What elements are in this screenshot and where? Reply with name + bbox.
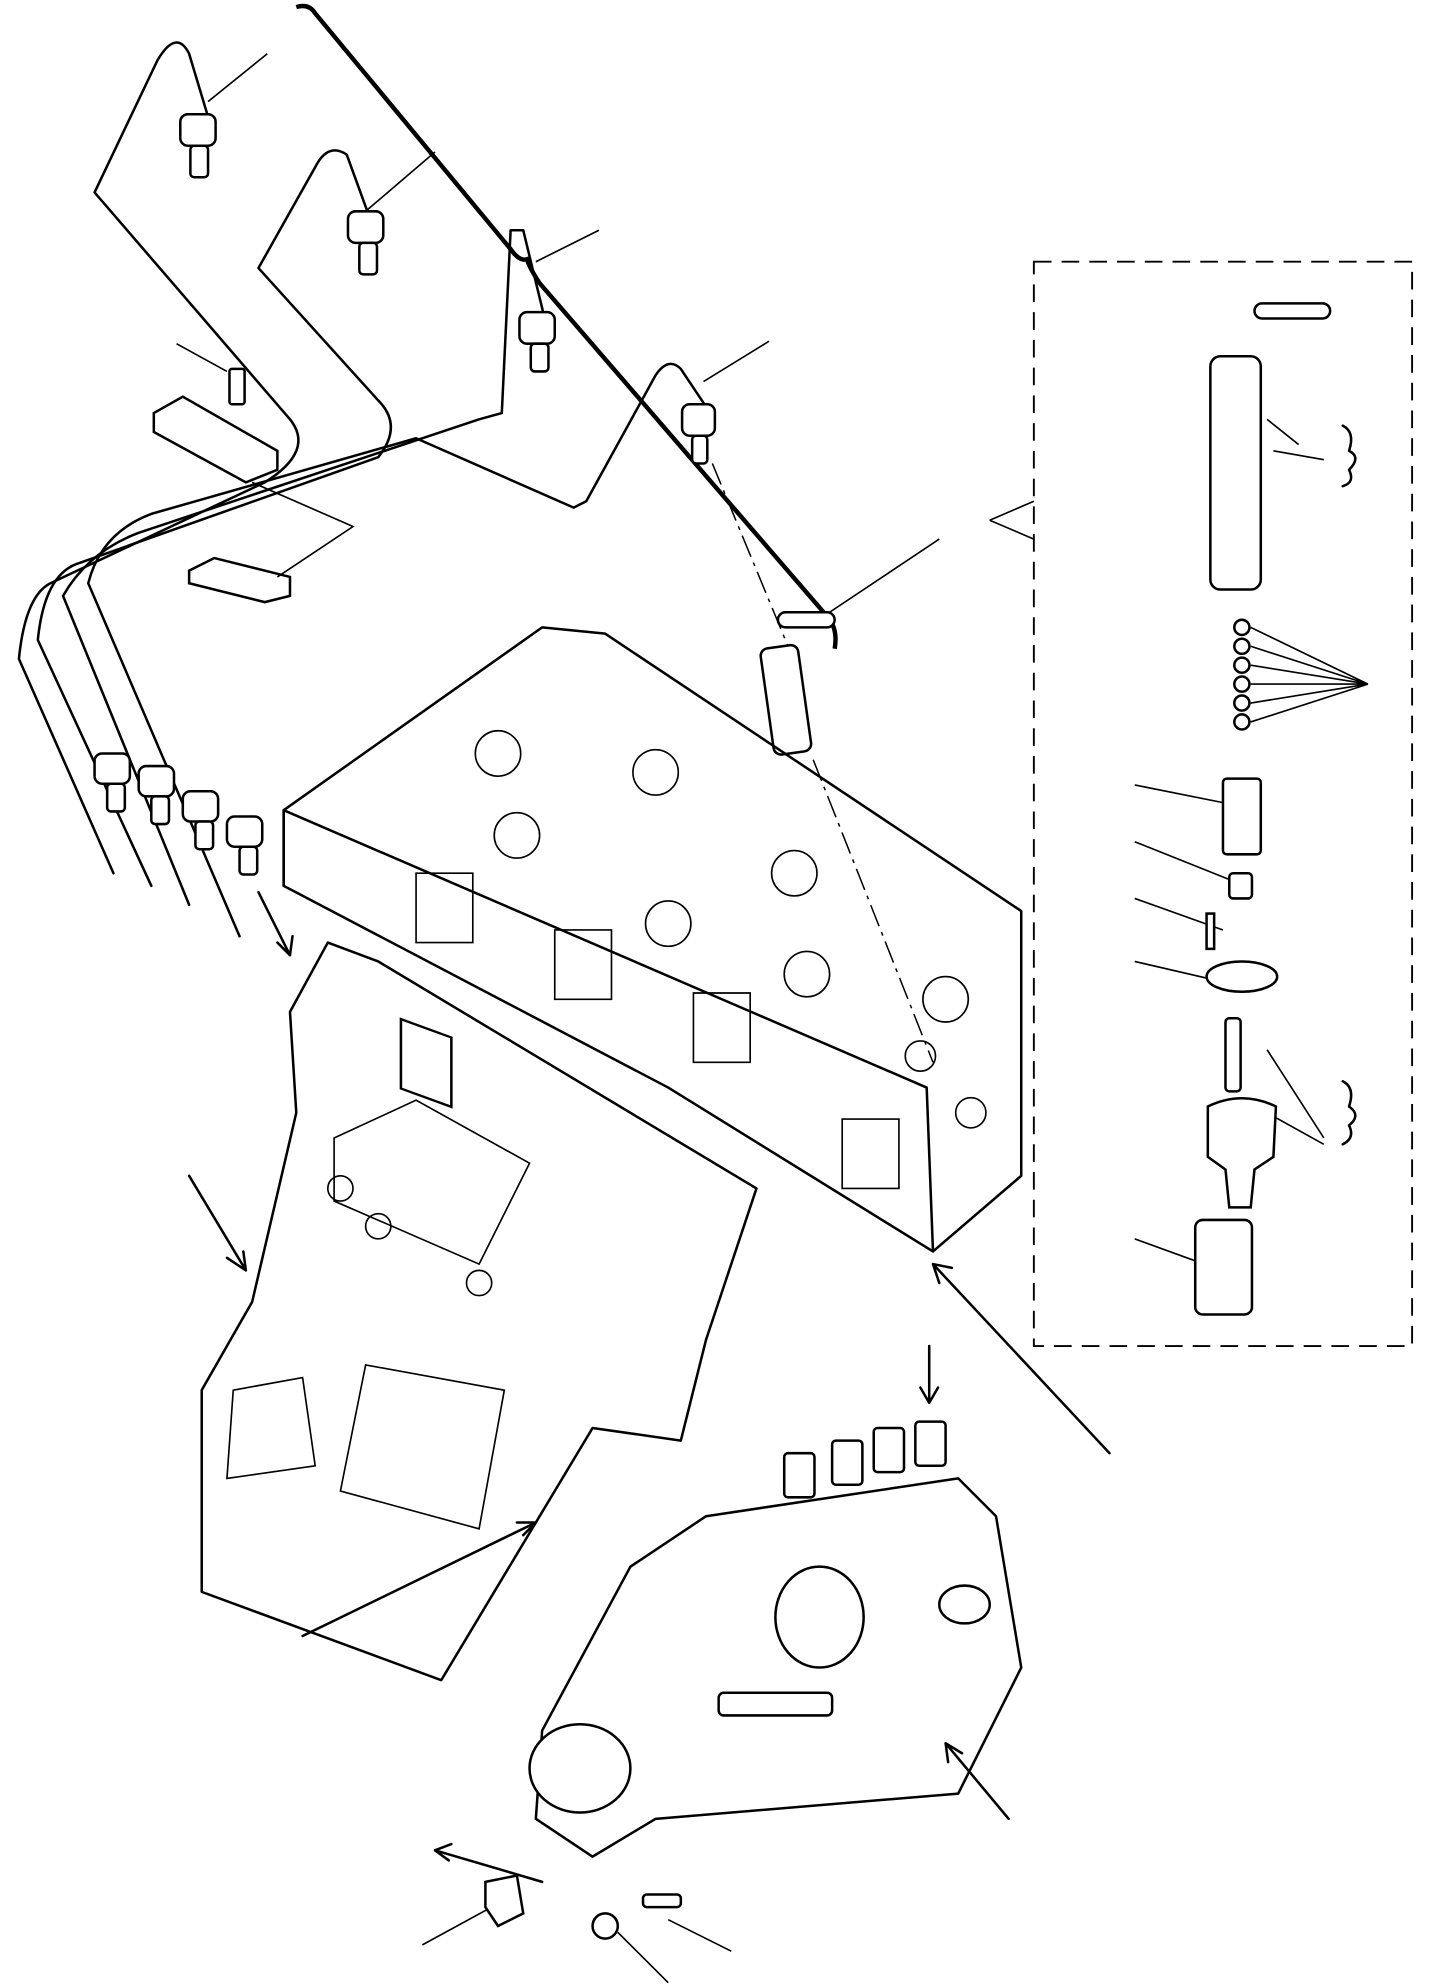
group-brace-pipes — [295, 3, 838, 650]
clamp-bolt — [228, 367, 246, 406]
intake-ports — [399, 1017, 453, 1109]
injector-installed — [711, 463, 934, 1063]
pipe-clamp-assembly — [152, 367, 355, 604]
delivery-valve-holder-2 — [830, 1439, 864, 1486]
washers — [1233, 618, 1369, 731]
arrow-pipes-to-head — [257, 890, 294, 957]
clamp-lower — [187, 556, 292, 604]
injection-pipes — [17, 41, 717, 938]
pump-bolt — [591, 1912, 620, 1940]
clamp-upper — [152, 395, 279, 484]
injector-detail-parts — [1193, 302, 1369, 1316]
nozzle — [1206, 1097, 1278, 1209]
delivery-valve-holder-1 — [782, 1451, 816, 1499]
spring-seat — [1228, 871, 1254, 900]
injection-pipe-2 — [36, 149, 392, 888]
brace-nozzle — [1341, 1079, 1357, 1146]
arrow-block-left — [187, 1174, 248, 1272]
delivery-valve-holder-3 — [872, 1426, 906, 1474]
fuel-injection-pump — [484, 1420, 1023, 1940]
injection-pipe-1 — [17, 41, 300, 875]
injector-detail-box — [1032, 260, 1414, 1347]
arrow-head-lower — [931, 1262, 1111, 1455]
pump-stud — [641, 1893, 683, 1909]
injection-pipe-3 — [61, 228, 546, 907]
pump-cover — [774, 1565, 865, 1669]
injection-pipe-4 — [86, 362, 708, 938]
pump-drive-flange — [528, 1722, 632, 1814]
arrow-block-pump — [301, 1521, 538, 1638]
cylinder-block — [200, 941, 758, 1682]
needle-valve — [1224, 1016, 1242, 1093]
spring — [1221, 777, 1263, 856]
pin — [1205, 912, 1216, 951]
arrow-pump-top — [919, 1344, 940, 1405]
delivery-valve-holder-4 — [914, 1420, 947, 1468]
injector-body — [1209, 355, 1263, 591]
feed-pump — [938, 1584, 991, 1625]
arrow-bracket — [433, 1842, 544, 1884]
governor-spring — [717, 1691, 834, 1717]
arrow-pump-right — [944, 1741, 1010, 1821]
distance-piece — [1205, 960, 1279, 993]
arrows — [187, 890, 1111, 1884]
pipe-nuts — [93, 112, 717, 876]
brace-injector — [1341, 424, 1357, 488]
retaining-nut — [1193, 1218, 1254, 1316]
pump-bracket — [484, 1874, 525, 1928]
leak-off-pipe — [1253, 302, 1332, 320]
cylinder-head — [282, 626, 1023, 1253]
